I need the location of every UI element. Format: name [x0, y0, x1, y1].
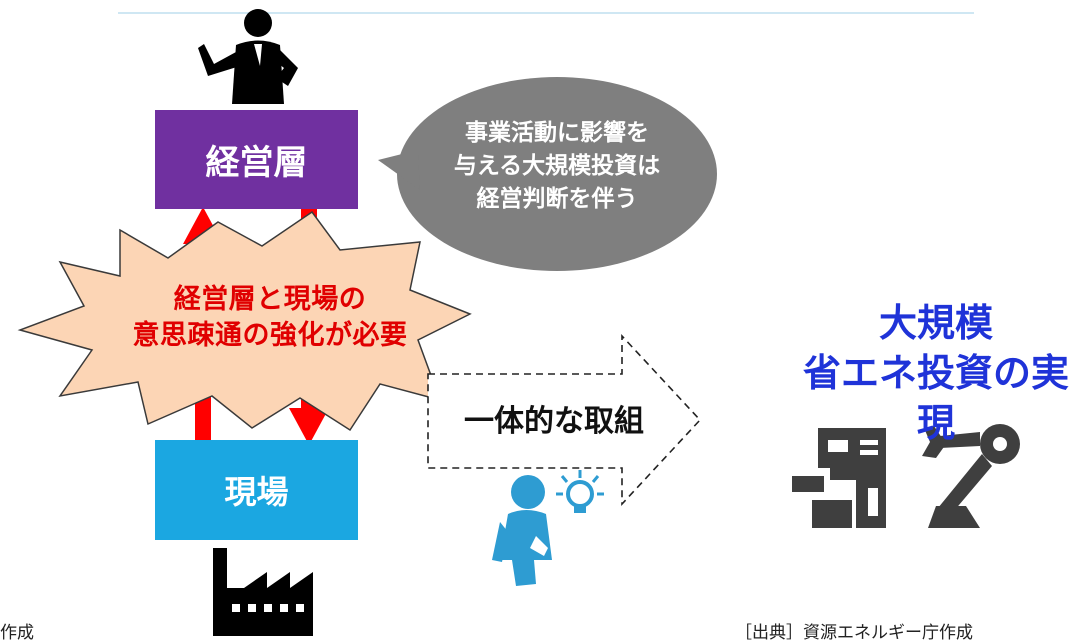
source-note-right: ［出典］資源エネルギー庁作成 [735, 623, 973, 643]
communication-burst-text: 経営層と現場の 意思疎通の強化が必要 [70, 282, 470, 354]
result-line-2: 省エネ投資の実現 [802, 351, 1069, 445]
result-line-1: 大規模 [878, 301, 993, 345]
top-header-strip [118, 0, 974, 14]
thinking-person-icon [492, 475, 552, 586]
communication-burst-shape [17, 210, 472, 432]
bubble-line-3: 経営判断を伴う [476, 186, 638, 212]
bubble-line-1: 事業活動に影響を [465, 120, 649, 146]
integration-arrow-label: 一体的な取組 [464, 404, 644, 439]
machine-tool-icon [792, 428, 886, 528]
result-title: 大規模 省エネ投資の実現 [786, 298, 1080, 448]
site-box: 現場 [155, 440, 358, 540]
management-label: 経営層 [205, 143, 308, 183]
factory-icon [213, 548, 313, 636]
lightbulb-icon [556, 470, 604, 513]
burst-line-1: 経営層と現場の [173, 284, 367, 315]
site-label: 現場 [224, 473, 289, 511]
bubble-line-2: 与える大規模投資は [453, 153, 661, 179]
management-speech-bubble [378, 77, 717, 271]
management-box: 経営層 [155, 110, 358, 209]
robot-arm-icon [922, 424, 1020, 528]
businessman-icon [198, 9, 298, 104]
integration-arrow-shape [427, 333, 702, 507]
burst-line-2: 意思疎通の強化が必要 [132, 320, 408, 351]
source-note-left: 作成 [0, 623, 34, 643]
management-bubble-text: 事業活動に影響を 与える大規模投資は 経営判断を伴う [432, 117, 682, 216]
